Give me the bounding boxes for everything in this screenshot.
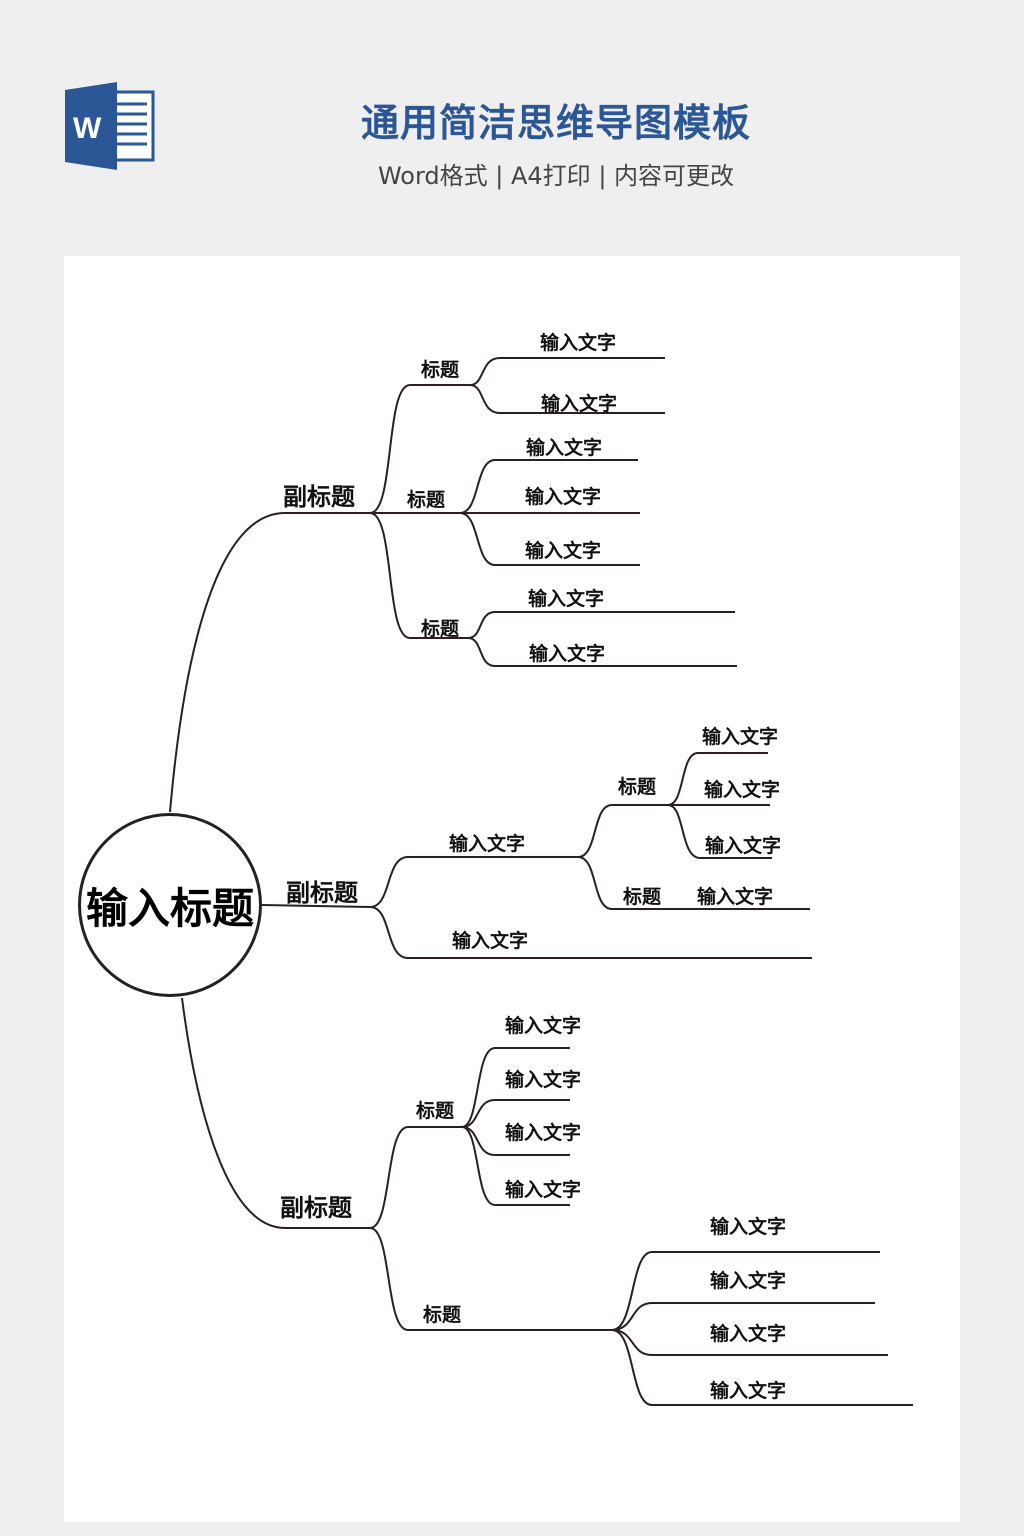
topic[interactable]: 输入文字 [452,930,529,952]
topic[interactable]: 标题 [421,618,460,640]
leaf[interactable]: 输入文字 [540,332,617,354]
svg-text:W: W [73,112,102,145]
leaf[interactable]: 输入文字 [505,1122,582,1144]
leaf[interactable]: 输入文字 [525,486,602,508]
leaf[interactable]: 输入文字 [529,643,606,665]
topic[interactable]: 输入文字 [449,833,526,855]
topic[interactable]: 标题 [623,886,662,908]
topic[interactable]: 标题 [618,776,657,798]
leaf[interactable]: 输入文字 [710,1323,787,1345]
topic[interactable]: 标题 [423,1304,462,1326]
leaf[interactable]: 输入文字 [702,726,779,748]
leaf[interactable]: 输入文字 [526,437,603,459]
page-subtitle: Word格式 | A4打印 | 内容可更改 [377,162,735,190]
topic[interactable]: 标题 [421,359,460,381]
central-topic[interactable]: 输入标题 [78,813,262,997]
leaf[interactable]: 输入文字 [528,588,605,610]
subtopic-2[interactable]: 副标题 [286,879,358,907]
leaf[interactable]: 输入文字 [505,1015,582,1037]
topic[interactable]: 标题 [407,489,446,511]
leaf[interactable]: 输入文字 [710,1270,787,1292]
leaf[interactable]: 输入文字 [704,779,781,801]
subtopic-3[interactable]: 副标题 [280,1194,352,1222]
leaf[interactable]: 输入文字 [525,540,602,562]
page-title: 通用简洁思维导图模板 [360,101,751,145]
topic[interactable]: 标题 [416,1100,455,1122]
leaf[interactable]: 输入文字 [705,835,782,857]
leaf[interactable]: 输入文字 [710,1380,787,1402]
leaf[interactable]: 输入文字 [697,886,774,908]
leaf[interactable]: 输入文字 [505,1069,582,1091]
subtopic-1[interactable]: 副标题 [283,483,355,511]
leaf[interactable]: 输入文字 [505,1179,582,1201]
leaf[interactable]: 输入文字 [710,1216,787,1238]
word-icon: W [65,82,155,170]
leaf[interactable]: 输入文字 [541,393,618,415]
